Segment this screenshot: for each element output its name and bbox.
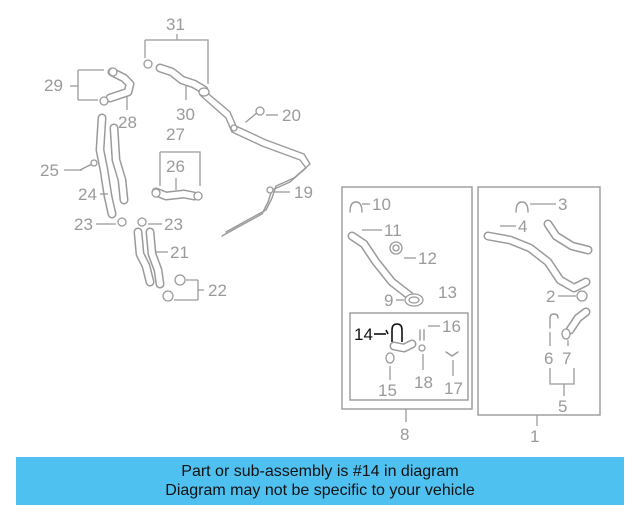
callout-17[interactable]: 17 [444,379,463,398]
callout-23-left[interactable]: 23 [74,215,93,234]
callout-18[interactable]: 18 [414,373,433,392]
callout-31[interactable]: 31 [166,15,185,34]
callout-29[interactable]: 29 [44,76,63,95]
callout-7[interactable]: 7 [562,349,571,368]
box-8-frame [341,186,473,410]
callout-22[interactable]: 22 [208,281,227,300]
banner-line-1: Part or sub-assembly is #14 in diagram [181,463,459,480]
callout-23-right[interactable]: 23 [164,215,183,234]
callout-1[interactable]: 1 [530,427,539,446]
callout-8[interactable]: 8 [400,425,409,444]
callout-13[interactable]: 13 [438,283,457,302]
callout-16[interactable]: 16 [442,317,461,336]
left-hose-assembly [79,59,311,302]
callout-30[interactable]: 30 [176,105,195,124]
left-callouts: 31 29 28 30 20 27 26 25 24 19 23 23 21 2… [40,15,313,301]
callout-19[interactable]: 19 [294,183,313,202]
sub-assembly-1: 3 4 2 6 7 5 1 [477,186,601,446]
info-banner: Part or sub-assembly is #14 in diagram D… [16,457,624,505]
callout-20[interactable]: 20 [282,106,301,125]
callout-3[interactable]: 3 [558,195,567,214]
callout-26[interactable]: 26 [166,157,185,176]
callout-5[interactable]: 5 [558,397,567,416]
callout-27[interactable]: 27 [166,125,185,144]
callout-21[interactable]: 21 [170,243,189,262]
callout-6[interactable]: 6 [544,349,553,368]
banner-line-2: Diagram may not be specific to your vehi… [165,482,475,499]
callout-24[interactable]: 24 [78,185,97,204]
callout-4[interactable]: 4 [518,217,527,236]
part-14-clip [385,329,389,335]
callout-28[interactable]: 28 [118,113,137,132]
callout-2[interactable]: 2 [546,287,555,306]
callout-12[interactable]: 12 [418,249,437,268]
callout-14[interactable]: 14 [354,325,373,344]
callout-15[interactable]: 15 [378,381,397,400]
callout-11[interactable]: 11 [384,221,402,240]
part-14-shape [391,323,403,342]
callout-9[interactable]: 9 [384,291,393,310]
callout-25[interactable]: 25 [40,161,59,180]
box-13-frame [349,312,469,401]
box-1-frame [477,186,601,416]
callout-10[interactable]: 10 [372,195,391,214]
sub-assembly-8: 10 11 12 9 13 14 16 15 18 17 8 [341,186,473,444]
parts-diagram: 31 29 28 30 20 27 26 25 24 19 23 23 21 2… [40,15,601,446]
